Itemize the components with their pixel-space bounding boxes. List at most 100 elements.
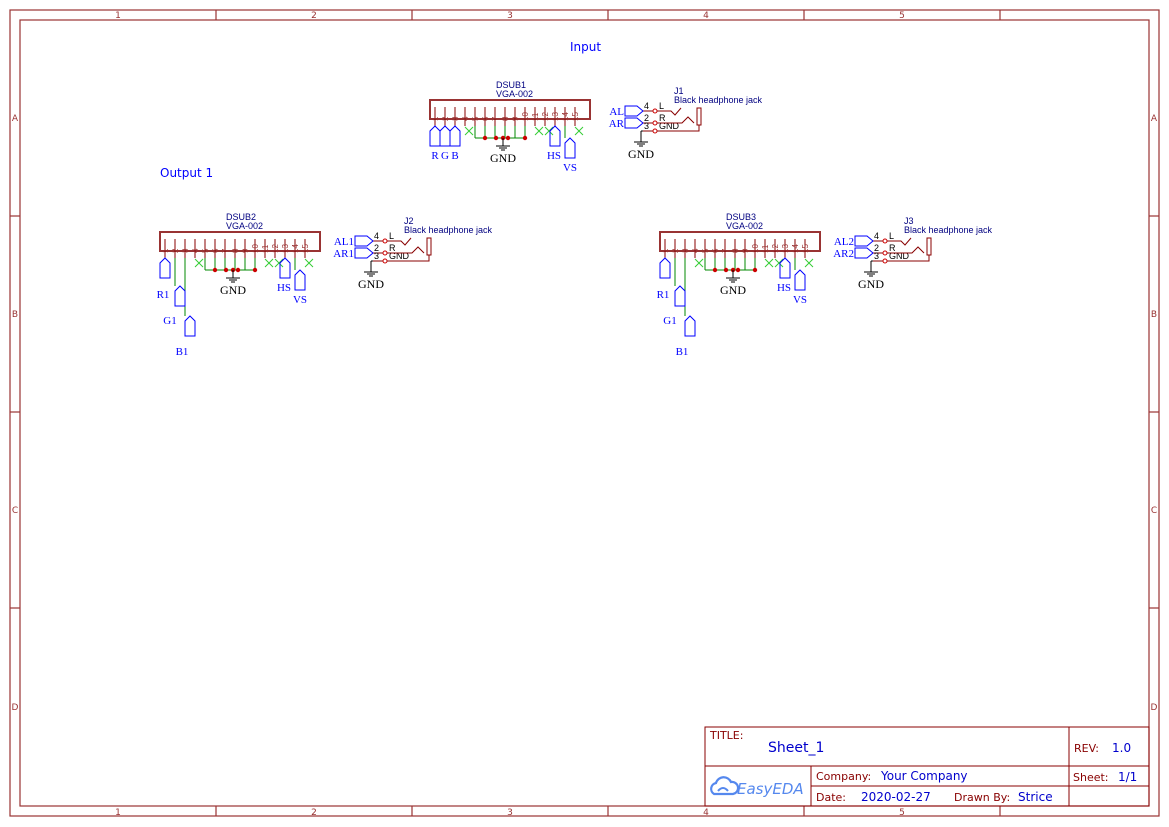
no-connect-icon bbox=[534, 126, 544, 136]
company-value[interactable]: Your Company bbox=[880, 769, 968, 783]
pin-number: 9 bbox=[511, 116, 520, 121]
junction-dot bbox=[735, 267, 741, 273]
net-flag-icon bbox=[354, 235, 374, 247]
net-flag-icon bbox=[159, 257, 171, 279]
zone-column-label: 2 bbox=[311, 11, 317, 21]
pin-number: 5 bbox=[701, 248, 710, 253]
pin-number: 7 bbox=[221, 248, 230, 253]
part-name: VGA-002 bbox=[226, 221, 263, 231]
junction-dot bbox=[505, 135, 511, 141]
pin-number: 13 bbox=[281, 244, 290, 253]
designator: J1 bbox=[674, 86, 684, 96]
pin-contact-icon bbox=[652, 108, 658, 114]
designator: DSUB1 bbox=[496, 80, 526, 90]
jack-sleeve bbox=[926, 237, 932, 256]
net-label: AL bbox=[609, 106, 624, 118]
net-label: VS bbox=[793, 294, 807, 306]
pin-number: 8 bbox=[501, 116, 510, 121]
pin-number: 4 bbox=[191, 248, 200, 253]
zone-column-label: 5 bbox=[899, 808, 905, 818]
sheet-title[interactable]: Sheet_1 bbox=[768, 740, 824, 756]
contact-right bbox=[657, 116, 695, 124]
rev-value[interactable]: 1.0 bbox=[1112, 741, 1131, 755]
net-label: VS bbox=[563, 162, 577, 174]
pin-number: 7 bbox=[491, 116, 500, 121]
pin-number: 2 bbox=[441, 116, 450, 121]
drawn-by-value[interactable]: Strice bbox=[1018, 790, 1053, 804]
zone-row-label: C bbox=[12, 506, 18, 516]
pin-number: 8 bbox=[231, 248, 240, 253]
pin-number: 3 bbox=[451, 116, 460, 121]
net-label: HS bbox=[547, 150, 561, 162]
junction-dot bbox=[235, 267, 241, 273]
junction-dot bbox=[712, 267, 718, 273]
pin-name: L bbox=[659, 101, 664, 111]
pin-number: 11 bbox=[261, 244, 270, 253]
net-flag-icon bbox=[794, 269, 806, 291]
pin-number: 12 bbox=[541, 112, 550, 121]
no-connect-icon bbox=[274, 258, 284, 268]
pin-number: 12 bbox=[771, 244, 780, 253]
part-name: VGA-002 bbox=[496, 89, 533, 99]
pin-number: 14 bbox=[561, 112, 570, 121]
junction-dot bbox=[723, 267, 729, 273]
junction-dot bbox=[252, 267, 258, 273]
no-connect-icon bbox=[774, 258, 784, 268]
pin-number: 10 bbox=[251, 244, 260, 253]
net-flag-icon bbox=[354, 247, 374, 259]
note-input: Input bbox=[570, 40, 601, 54]
no-connect-icon bbox=[464, 126, 474, 136]
pin-contact-icon bbox=[882, 258, 888, 264]
designator: DSUB2 bbox=[226, 212, 256, 222]
net-flag-icon bbox=[184, 315, 196, 337]
pin-name: R bbox=[659, 113, 666, 123]
drawn-by-label: Drawn By: bbox=[954, 791, 1010, 804]
title-label: TITLE: bbox=[709, 729, 743, 742]
pin-number: 9 bbox=[741, 248, 750, 253]
pin-number: 15 bbox=[571, 112, 580, 121]
contact-ground bbox=[387, 255, 430, 262]
zone-column-label: 3 bbox=[507, 11, 513, 21]
pin-contact-icon bbox=[382, 250, 388, 256]
pin-number: 2 bbox=[671, 248, 680, 253]
designator: J3 bbox=[904, 216, 914, 226]
connector-body bbox=[659, 231, 821, 252]
net-flag-icon bbox=[854, 247, 874, 259]
ground-label: GND bbox=[358, 277, 384, 291]
pin-contact-icon bbox=[882, 250, 888, 256]
contact-ground bbox=[887, 255, 930, 262]
connector-body bbox=[159, 231, 321, 252]
pin-contact-icon bbox=[652, 120, 658, 126]
net-label: AR bbox=[609, 118, 625, 130]
net-label: G1 bbox=[163, 315, 176, 327]
sheet-number[interactable]: 1/1 bbox=[1118, 770, 1137, 784]
zone-row-label: C bbox=[1151, 506, 1157, 516]
pin-number: 3 bbox=[644, 121, 649, 131]
pin-number: 9 bbox=[241, 248, 250, 253]
pin-number: 6 bbox=[481, 116, 490, 121]
pin-number: 3 bbox=[681, 248, 690, 253]
no-connect-icon bbox=[574, 126, 584, 136]
pin-number: 3 bbox=[181, 248, 190, 253]
no-connect-icon bbox=[544, 126, 554, 136]
no-connect-icon bbox=[304, 258, 314, 268]
net-flag-icon bbox=[294, 269, 306, 291]
pin-name: R bbox=[389, 243, 396, 253]
date-value[interactable]: 2020-02-27 bbox=[861, 790, 931, 804]
connector-body bbox=[429, 99, 591, 120]
contact-right bbox=[887, 246, 925, 254]
zone-row-label: B bbox=[1151, 310, 1157, 320]
cloud-icon bbox=[710, 776, 740, 796]
net-label: AR2 bbox=[833, 248, 854, 260]
zone-column-label: 3 bbox=[507, 808, 513, 818]
